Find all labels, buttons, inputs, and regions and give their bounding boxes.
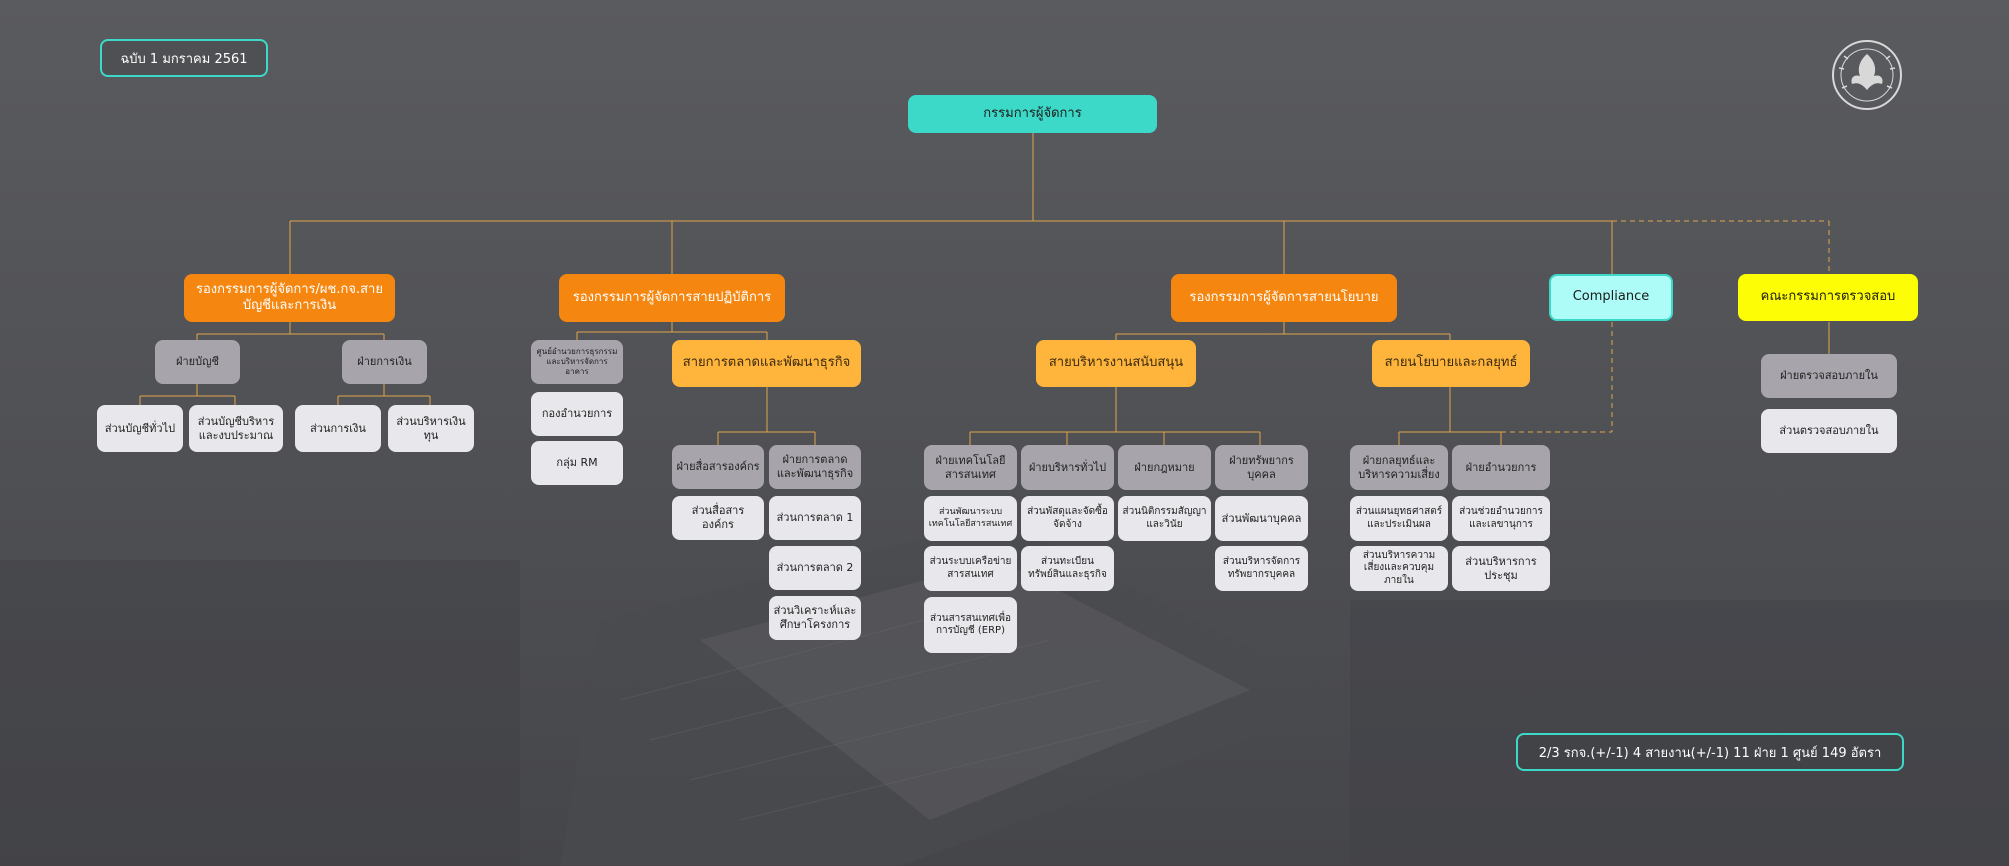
sec-comm-box: ส่วนสื่อสารองค์กร (672, 496, 764, 540)
dept-it-box: ฝ่ายเทคโนโลยีสารสนเทศ (924, 445, 1017, 490)
line-marketing-box: สายการตลาดและพัฒนาธุรกิจ (672, 340, 861, 387)
dept-account-box: ฝ่ายบัญชี (155, 340, 240, 384)
sec-meeting-box: ส่วนบริหารการประชุม (1452, 546, 1550, 591)
sec-secretary-box: ส่วนช่วยอำนวยการและเลขานุการ (1452, 496, 1550, 541)
edition-label: ฉบับ 1 มกราคม 2561 (100, 39, 268, 77)
line-policy-box: สายนโยบายและกลยุทธ์ (1372, 340, 1530, 387)
audit-committee-box: คณะกรรมการตรวจสอบ (1738, 274, 1918, 321)
vp-policy-box: รองกรรมการผู้จัดการสายนโยบาย (1171, 274, 1397, 322)
line-support-box: สายบริหารงานสนับสนุน (1036, 340, 1196, 387)
dept-audit-box: ฝ่ายตรวจสอบภายใน (1761, 354, 1897, 398)
sec-erp-box: ส่วนสารสนเทศเพื่อการบัญชี (ERP) (924, 597, 1017, 653)
dept-money-box: ฝ่ายการเงิน (342, 340, 427, 384)
sec-strategy-plan-box: ส่วนแผนยุทธศาสตร์และประเมินผล (1350, 496, 1448, 541)
dept-comm-box: ฝ่ายสื่อสารองค์กร (672, 445, 764, 489)
sec-registry-box: ส่วนทะเบียนทรัพย์สินและธุรกิจ (1021, 546, 1114, 591)
ops-rm-group-box: กลุ่ม RM (531, 441, 623, 485)
ops-center-box: ศูนย์อำนวยการธุรกรรมและบริหารจัดการอาคาร (531, 340, 623, 384)
sec-analysis-box: ส่วนวิเคราะห์และศึกษาโครงการ (769, 596, 861, 640)
sec-mgmt-account-box: ส่วนบัญชีบริหารและงบประมาณ (189, 405, 283, 452)
sec-it-dev-box: ส่วนพัฒนาระบบเทคโนโลยีสารสนเทศ (924, 496, 1017, 541)
ops-admin-group-box: กองอำนวยการ (531, 392, 623, 436)
sec-hr-dev-box: ส่วนพัฒนาบุคคล (1215, 496, 1308, 541)
sec-money-box: ส่วนการเงิน (295, 405, 381, 452)
vp-finance-box: รองกรรมการผู้จัดการ/ผช.กจ.สายบัญชีและการ… (184, 274, 395, 322)
sec-procure-box: ส่วนพัสดุและจัดซื้อจัดจ้าง (1021, 496, 1114, 541)
dept-strategy-box: ฝ่ายกลยุทธ์และบริหารความเสี่ยง (1350, 445, 1448, 490)
sec-fund-box: ส่วนบริหารเงินทุน (388, 405, 474, 452)
sec-mkt2-box: ส่วนการตลาด 2 (769, 546, 861, 590)
sec-general-account-box: ส่วนบัญชีทั่วไป (97, 405, 183, 452)
sec-risk-box: ส่วนบริหารความเสี่ยงและควบคุมภายใน (1350, 546, 1448, 591)
sec-mkt1-box: ส่วนการตลาด 1 (769, 496, 861, 540)
vp-operations-box: รองกรรมการผู้จัดการสายปฏิบัติการ (559, 274, 785, 322)
dept-legal-box: ฝ่ายกฎหมาย (1118, 445, 1211, 490)
dept-admin-box: ฝ่ายอำนวยการ (1452, 445, 1550, 490)
managing-director-box: กรรมการผู้จัดการ (908, 95, 1157, 133)
dept-marketing-box: ฝ่ายการตลาดและพัฒนาธุรกิจ (769, 445, 861, 489)
sec-legal-box: ส่วนนิติกรรมสัญญาและวินัย (1118, 496, 1211, 541)
dept-hr-box: ฝ่ายทรัพยากรบุคคล (1215, 445, 1308, 490)
compliance-box: Compliance (1549, 274, 1673, 321)
summary-label: 2/3 รกจ.(+/-1) 4 สายงาน(+/-1) 11 ฝ่าย 1 … (1516, 733, 1904, 771)
sec-audit-box: ส่วนตรวจสอบภายใน (1761, 409, 1897, 453)
sec-hr-mgmt-box: ส่วนบริหารจัดการทรัพยากรบุคคล (1215, 546, 1308, 591)
sec-network-box: ส่วนระบบเครือข่ายสารสนเทศ (924, 546, 1017, 591)
dept-general-box: ฝ่ายบริหารทั่วไป (1021, 445, 1114, 490)
organization-logo-icon (1832, 40, 1902, 110)
